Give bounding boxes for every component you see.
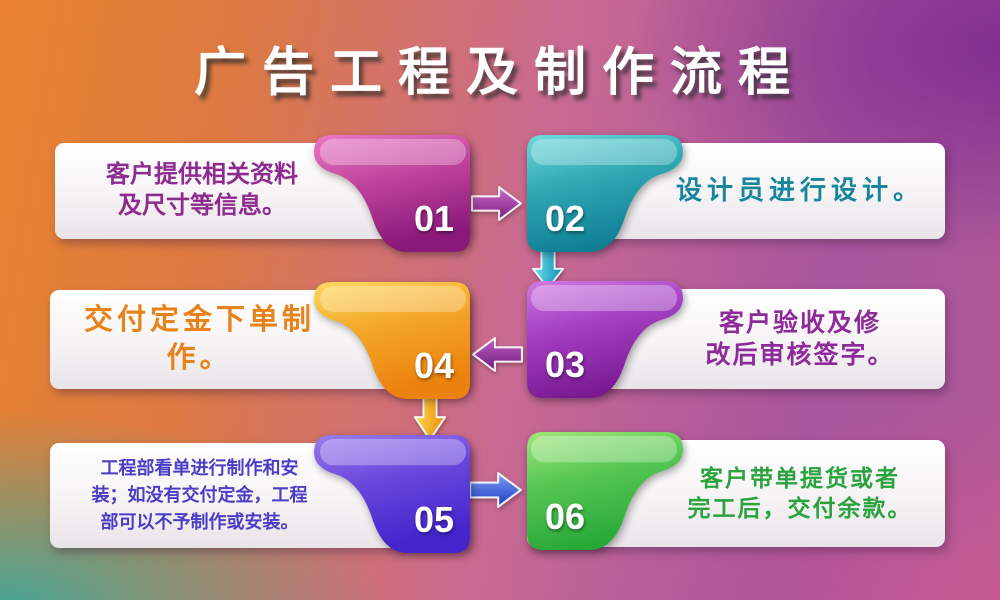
page-title: 广告工程及制作流程 [193,44,806,102]
step-1-tab-shape [314,135,470,252]
step-5-text: 工程部看单进行制作和安 装；如没有交付定金，工程 部可以不予制作或安装。 [91,458,308,532]
step-4-tab-shape [314,282,470,399]
step-1-number-tab: 01 [314,135,470,252]
step-1-text: 客户提供相关资料 及尺寸等信息。 [106,161,298,219]
arrow-left-icon [471,336,523,373]
step-1-number: 01 [413,198,454,239]
step-6-number-tab: 06 [527,432,683,550]
step-3-number-tab: 03 [527,281,683,398]
step-2-text: 设计员进行设计。 [675,175,924,206]
step-3-text: 客户验收及修 改后审核签字。 [705,309,895,369]
step-5-number-tab: 05 [314,435,470,553]
step-3-tab-shape [527,281,683,398]
step-2-number-tab: 02 [527,135,683,252]
step-6-text: 客户带单提货或者 完工后，交付余款。 [687,465,913,521]
step-4-number-tab: 04 [314,282,470,399]
step-4-text: 交付定金下单制作。 [83,304,315,374]
arrow-right-icon [471,185,523,222]
step-2-tab-shape [527,135,683,252]
step-3-number: 03 [545,344,586,385]
step-6-number: 06 [545,496,586,537]
step-5-number: 05 [413,499,454,540]
arrow-right-icon [469,471,523,509]
step-4-number: 04 [413,345,454,386]
step-2-number: 02 [545,198,586,239]
step-5-tab-shape [314,435,470,553]
step-6-tab-shape [527,432,683,550]
